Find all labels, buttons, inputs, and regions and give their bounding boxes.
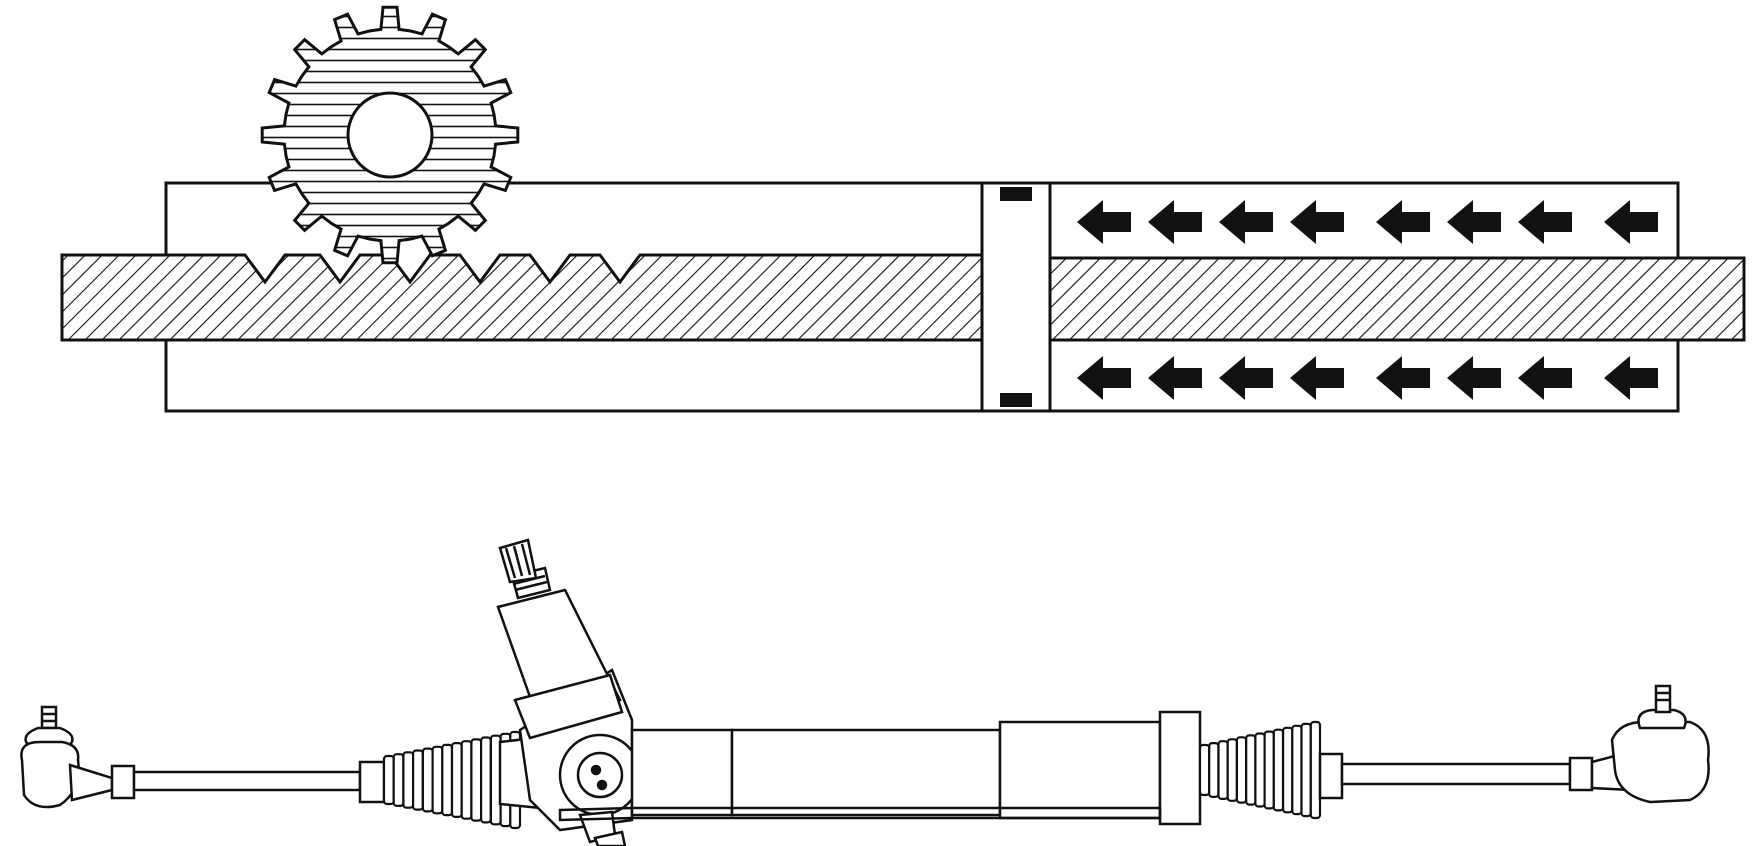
rack-pinion-principle (60, 5, 1746, 413)
boot-convolution (441, 743, 454, 817)
right-tie-rod (1340, 762, 1572, 786)
piston-seal-top (1000, 187, 1032, 201)
piston (980, 181, 1052, 413)
boot-convolution (1281, 726, 1294, 814)
boot-convolution (1235, 736, 1248, 804)
boot-convolution (1245, 734, 1257, 806)
right-jam-nut (1568, 756, 1594, 792)
boot-convolution (1254, 732, 1266, 808)
boot-convolution (412, 749, 424, 811)
boot-convolution (421, 747, 434, 813)
rack-with-teeth (60, 253, 984, 342)
boot-convolution (1291, 724, 1303, 816)
boot-convolution (1272, 728, 1285, 812)
valve-housing (496, 588, 642, 846)
steering-gear-assembly (20, 538, 1710, 846)
power-cylinder (998, 720, 1162, 820)
boot-convolution (1263, 730, 1275, 810)
boot-convolution (1208, 741, 1220, 798)
piston-seal-bottom (1000, 393, 1032, 407)
boot-convolution (1309, 720, 1322, 820)
boot-convolution (460, 740, 473, 820)
boot-convolution (392, 753, 405, 808)
left-tie-rod (132, 770, 362, 792)
right-boot (1198, 720, 1322, 820)
pinion-input-shaft (498, 538, 552, 600)
boot-convolution (1226, 738, 1238, 802)
left-rod-collar (358, 760, 386, 804)
rack-right (1048, 256, 1746, 342)
right-tie-rod-end (1590, 684, 1710, 804)
boot-convolution (382, 754, 395, 806)
transfer-line (558, 806, 1162, 822)
boot-convolution (1217, 740, 1229, 801)
gear-housing-tube (630, 728, 734, 817)
boot-convolution (431, 745, 444, 815)
left-jam-nut (110, 764, 136, 800)
power-cylinder-left (730, 728, 1002, 817)
left-tie-rod-end (20, 705, 114, 809)
boot-convolution (450, 741, 463, 818)
cylinder-collar (1158, 710, 1202, 826)
boot-convolution (470, 738, 483, 822)
boot-convolution (1300, 722, 1312, 818)
pinion-shaft-hole (346, 91, 434, 179)
left-boot (382, 730, 522, 830)
boot-convolution (480, 736, 492, 824)
boot-convolution (1198, 743, 1211, 797)
right-rod-collar (1318, 752, 1344, 800)
boot-convolution (402, 751, 415, 809)
